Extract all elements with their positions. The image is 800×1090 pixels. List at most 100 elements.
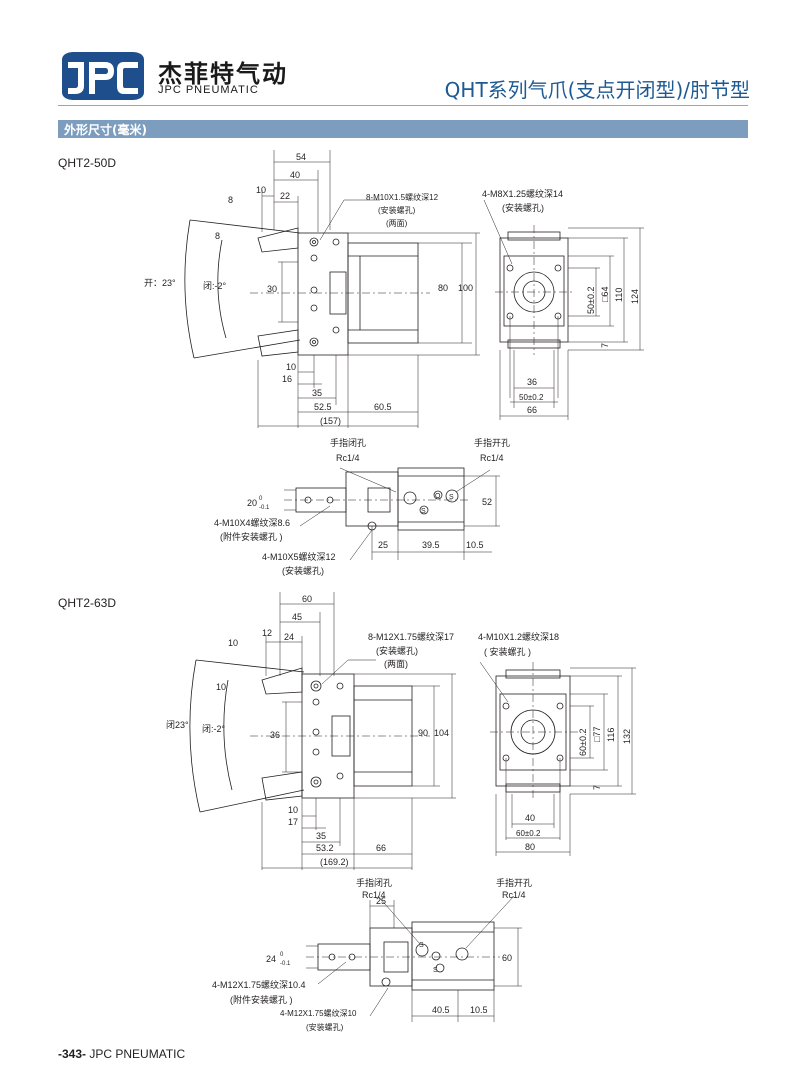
dim-10: 10 xyxy=(256,185,266,195)
front-note-b2: ( 安装螺孔 ) xyxy=(484,646,531,657)
note-a-attach: (附件安装螺孔 ) xyxy=(220,531,283,542)
qht2-63d-top-view xyxy=(306,895,522,1022)
mark-o: O xyxy=(435,493,441,500)
dim-17: 17 xyxy=(288,817,298,827)
dim-10-5-a: 10.5 xyxy=(466,540,484,550)
tol-top-a: 0 xyxy=(259,496,263,502)
close-port-a: 手指闭孔 xyxy=(330,437,366,448)
dim-35-b: 35 xyxy=(316,831,326,841)
mark-s-b1: S xyxy=(433,967,438,974)
open-rc-b: Rc1/4 xyxy=(502,890,526,900)
tol-top-b: 0 xyxy=(280,952,284,958)
model-label-qht2-50d: QHT2-50D xyxy=(58,156,117,170)
hole-note-b1: 8-M12X1.75螺纹深17 xyxy=(368,631,454,642)
dim-100: 100 xyxy=(458,283,473,293)
dim-60: 60 xyxy=(302,594,312,604)
dim-25-b: 25 xyxy=(376,896,386,906)
close-port-b: 手指闭孔 xyxy=(356,877,392,888)
dim-169-2: (169.2) xyxy=(320,857,349,867)
hole-note-b2: (安装螺孔) xyxy=(376,645,418,656)
tol-bot-b: -0.1 xyxy=(280,961,291,967)
dim-60-b-top: 60 xyxy=(502,953,512,963)
dim-52: 52 xyxy=(482,497,492,507)
qht2-50d-front-view xyxy=(483,199,644,420)
qht2-50d-top-view xyxy=(284,467,500,561)
dim-66-b: 66 xyxy=(376,843,386,853)
page-number: -343- xyxy=(58,1047,87,1061)
dim-116: 116 xyxy=(606,728,616,742)
note-b-m12x10: 4-M12X1.75螺纹深10 xyxy=(280,1008,357,1018)
dim-54: 54 xyxy=(296,152,306,162)
close-angle: 闭:-2° xyxy=(203,280,227,291)
dim-16: 16 xyxy=(282,374,292,384)
mark-s-b2: S xyxy=(419,942,424,949)
open-port-a: 手指开孔 xyxy=(474,437,510,448)
model-label-qht2-63d: QHT2-63D xyxy=(58,596,117,610)
hole-note-a1: 8-M10X1.5螺纹深12 xyxy=(366,192,439,202)
note-b-mount: (安装螺孔) xyxy=(306,1022,344,1032)
dim-52-5: 52.5 xyxy=(314,402,332,412)
hole-note-a2: (安装螺孔) xyxy=(378,205,416,215)
note-a-m10x5: 4-M10X5螺纹深12 xyxy=(262,551,336,562)
front-note-b1: 4-M10X1.2螺纹深18 xyxy=(478,631,559,642)
dim-90: 90 xyxy=(418,728,428,738)
open-port-b: 手指开孔 xyxy=(496,877,532,888)
dim-39-5: 39.5 xyxy=(422,540,440,550)
dim-60-pm: 60±0.2 xyxy=(578,729,588,756)
dim-50-pm-bottom: 50±0.2 xyxy=(519,393,544,402)
dim-10c: 10 xyxy=(216,682,226,692)
dim-sq77: □77 xyxy=(592,727,602,742)
dim-66: 66 xyxy=(527,405,537,415)
front-note-a1: 4-M8X1.25螺纹深14 xyxy=(482,188,563,199)
dim-40-5: 40.5 xyxy=(432,1005,450,1015)
note-b-m12x10-4: 4-M12X1.75螺纹深10.4 xyxy=(212,979,306,990)
dim-132: 132 xyxy=(622,729,632,744)
hole-note-b3: (两面) xyxy=(384,659,408,669)
dim-40: 40 xyxy=(525,813,535,823)
note-a-mount: (安装螺孔) xyxy=(282,565,324,576)
mark-s-a1: S xyxy=(421,508,426,515)
dim-80: 80 xyxy=(438,283,448,293)
qht2-63d-front-view xyxy=(479,661,636,856)
dim-30: 30 xyxy=(267,284,277,294)
dim-45: 45 xyxy=(292,612,302,622)
brand-name-en: JPC PNEUMATIC xyxy=(158,84,259,96)
page-footer: -343- JPC PNEUMATIC xyxy=(58,1047,185,1061)
dim-35: 35 xyxy=(312,388,322,398)
dim-8a: 8 xyxy=(228,195,233,205)
close-rc-a: Rc1/4 xyxy=(336,453,360,463)
dim-36-b: 36 xyxy=(270,730,280,740)
dim-12: 12 xyxy=(262,628,272,638)
mark-s-a2: S xyxy=(449,494,454,501)
front-note-a2: (安装螺孔) xyxy=(502,202,544,213)
close-angle-b: 闭:-2° xyxy=(202,723,226,734)
dim-104: 104 xyxy=(434,728,449,738)
dim-20: 20 xyxy=(247,498,257,508)
brand-name-cn: 杰菲特气动 xyxy=(158,60,288,88)
footer-brand: JPC PNEUMATIC xyxy=(89,1047,186,1061)
dim-53-2: 53.2 xyxy=(316,843,334,853)
section-title: 外形尺寸(毫米) xyxy=(64,123,147,137)
jpc-logo xyxy=(58,52,148,100)
dim-24: 24 xyxy=(284,632,294,642)
open-rc-a: Rc1/4 xyxy=(480,453,504,463)
page-header: 杰菲特气动 JPC PNEUMATIC QHT系列气爪(支点开闭型)/肘节型 xyxy=(0,0,800,110)
dim-60-5: 60.5 xyxy=(374,402,392,412)
section-header: 外形尺寸(毫米) xyxy=(58,120,748,138)
dim-sq64: □64 xyxy=(600,287,610,302)
dim-10a: 10 xyxy=(228,638,238,648)
note-b-attach: (附件安装螺孔 ) xyxy=(230,994,293,1005)
dim-10-5-b: 10.5 xyxy=(470,1005,488,1015)
dim-10-b-bottom: 10 xyxy=(288,805,298,815)
qht2-50d-side-view xyxy=(184,150,480,428)
dim-110: 110 xyxy=(614,288,624,302)
dim-24-b: 24 xyxy=(266,954,276,964)
dim-50-pm: 50±0.2 xyxy=(586,287,596,314)
hole-note-a3: (两面) xyxy=(386,219,408,228)
close-rc-b: Rc1/4 xyxy=(362,890,386,900)
note-a-m10x4: 4-M10X4螺纹深8.6 xyxy=(214,517,290,528)
dim-40: 40 xyxy=(290,170,300,180)
open-angle-b: 闭23° xyxy=(166,719,189,730)
open-angle: 开：23° xyxy=(144,278,176,288)
